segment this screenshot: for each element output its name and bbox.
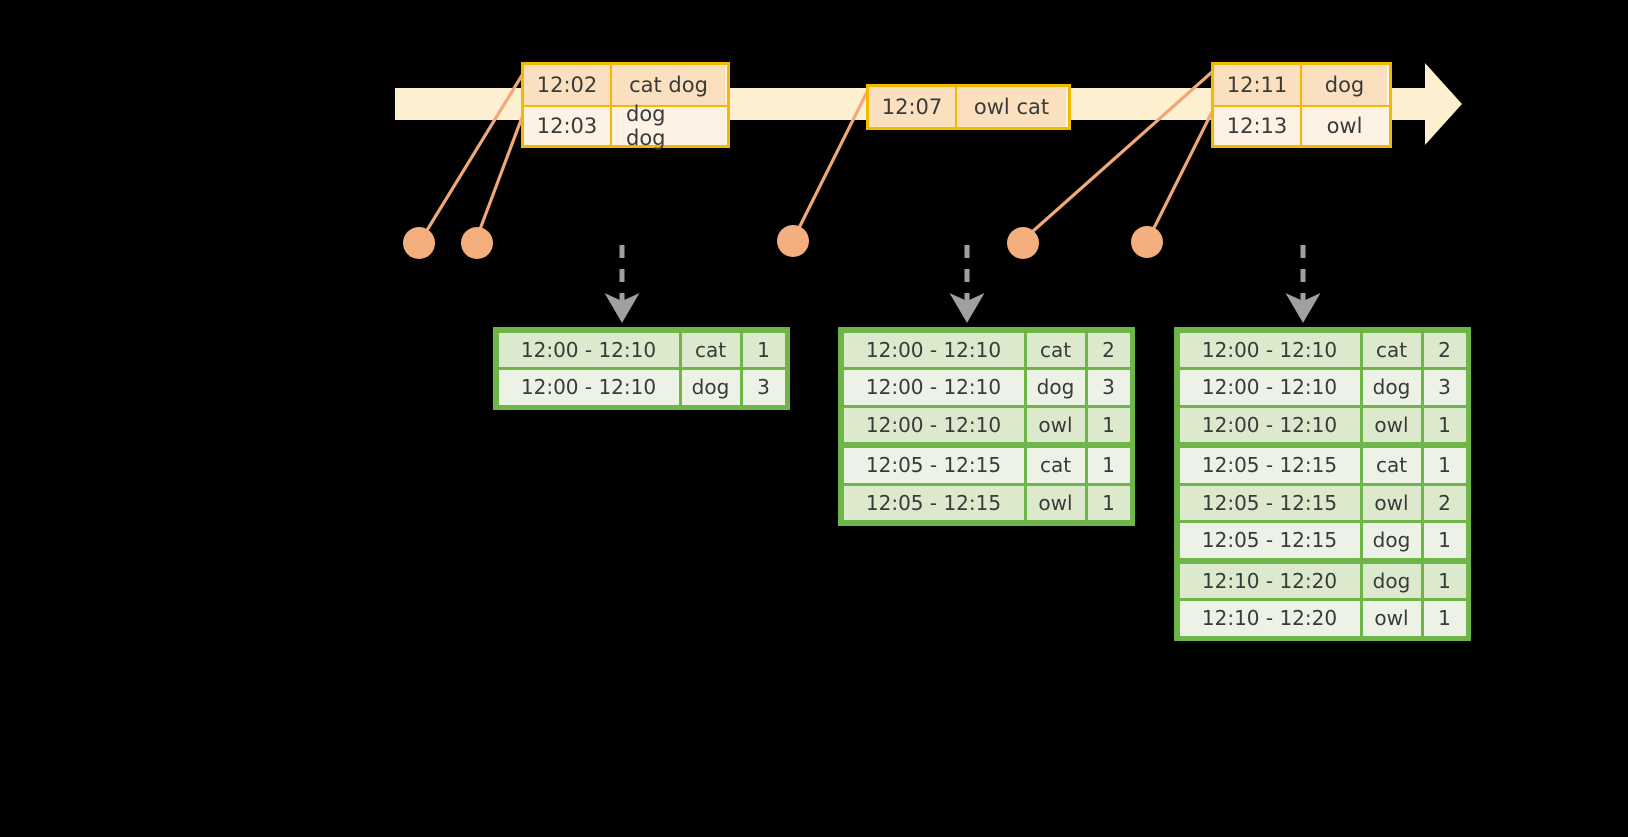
cell-key: dog [1362, 563, 1421, 598]
cell-window: 12:00 - 12:10 [843, 370, 1024, 405]
cell-window: 12:05 - 12:15 [1179, 485, 1360, 520]
cell-window: 12:10 - 12:20 [1179, 601, 1360, 636]
cell-window: 12:05 - 12:15 [1179, 448, 1360, 483]
cell-key: cat [681, 332, 740, 367]
cell-key: owl [1362, 485, 1421, 520]
connector-line-1 [419, 71, 526, 241]
event-value: owl [1302, 107, 1387, 145]
connector-line-2 [474, 111, 526, 241]
cell-window: 12:05 - 12:15 [843, 485, 1024, 520]
event-time: 12:07 [869, 87, 957, 127]
event-value: cat dog [612, 65, 725, 105]
cell-key: cat [1026, 448, 1085, 483]
cell-window: 12:00 - 12:10 [1179, 407, 1360, 442]
connector-line-3 [791, 91, 869, 241]
event-time: 12:13 [1214, 107, 1302, 145]
cell-count: 1 [1423, 601, 1466, 636]
cell-key: owl [1362, 601, 1421, 636]
cell-key: dog [1362, 523, 1421, 558]
cell-count: 2 [1087, 332, 1130, 367]
cell-count: 3 [742, 370, 785, 405]
cell-count: 2 [1423, 485, 1466, 520]
trigger-dot-4 [1007, 227, 1039, 259]
cell-count: 1 [1087, 407, 1130, 442]
cell-key: dog [1362, 370, 1421, 405]
cell-key: cat [1362, 448, 1421, 483]
event-time: 12:11 [1214, 65, 1302, 105]
cell-window: 12:10 - 12:20 [1179, 563, 1360, 598]
cell-window: 12:00 - 12:10 [498, 370, 679, 405]
cell-window: 12:05 - 12:15 [843, 448, 1024, 483]
trigger-dots [403, 225, 1163, 259]
cell-key: cat [1362, 332, 1421, 367]
window-group-separator [1178, 443, 1467, 447]
trigger-dot-3 [777, 225, 809, 257]
cell-count: 3 [1087, 370, 1130, 405]
trigger-dot-5 [1131, 226, 1163, 258]
cell-count: 1 [1423, 523, 1466, 558]
window-group-separator [842, 443, 1131, 447]
cell-count: 1 [1423, 563, 1466, 598]
event-value: owl cat [957, 87, 1066, 127]
cell-key: cat [1026, 332, 1085, 367]
cell-window: 12:00 - 12:10 [498, 332, 679, 367]
trigger-dot-1 [403, 227, 435, 259]
cell-count: 1 [1423, 407, 1466, 442]
window-group-separator [1178, 559, 1467, 562]
cell-window: 12:00 - 12:10 [843, 407, 1024, 442]
cell-count: 1 [742, 332, 785, 367]
cell-key: owl [1026, 485, 1085, 520]
cell-key: owl [1026, 407, 1085, 442]
cell-count: 2 [1423, 332, 1466, 367]
event-time: 12:03 [524, 107, 612, 145]
connector-line-5 [1146, 111, 1214, 241]
cell-window: 12:00 - 12:10 [1179, 332, 1360, 367]
cell-window: 12:00 - 12:10 [843, 332, 1024, 367]
cell-count: 3 [1423, 370, 1466, 405]
event-time: 12:02 [524, 65, 612, 105]
cell-count: 1 [1087, 448, 1130, 483]
trigger-dot-2 [461, 227, 493, 259]
emit-arrows [604, 245, 1321, 324]
event-value: dog [1302, 65, 1387, 105]
cell-window: 12:05 - 12:15 [1179, 523, 1360, 558]
cell-key: dog [681, 370, 740, 405]
cell-key: dog [1026, 370, 1085, 405]
cell-count: 1 [1423, 448, 1466, 483]
cell-count: 1 [1087, 485, 1130, 520]
event-value: dog dog [612, 102, 725, 150]
cell-key: owl [1362, 407, 1421, 442]
cell-window: 12:00 - 12:10 [1179, 370, 1360, 405]
